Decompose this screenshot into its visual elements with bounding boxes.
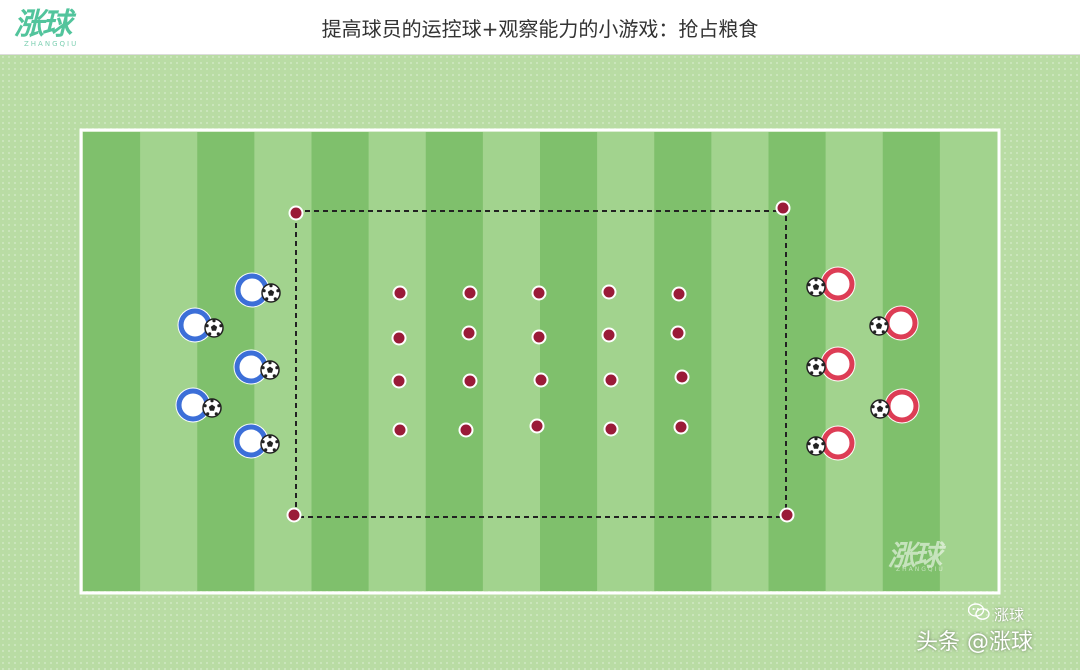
soccer-ball-icon <box>806 277 826 297</box>
cone-marker <box>670 325 686 341</box>
cone-marker <box>462 285 478 301</box>
cone-marker <box>779 507 795 523</box>
pitch-stripe <box>83 132 141 591</box>
cone-marker <box>288 205 304 221</box>
attribution-name: 涨球 <box>994 606 1025 624</box>
soccer-ball-icon <box>261 283 281 303</box>
cone-marker <box>601 284 617 300</box>
red-player <box>806 346 856 382</box>
red-player <box>806 425 856 461</box>
cone-marker <box>601 327 617 343</box>
players <box>175 266 920 461</box>
pitch-stripe <box>540 132 598 591</box>
soccer-ball-icon <box>870 399 890 419</box>
blue-player <box>177 307 224 343</box>
cone-marker <box>392 285 408 301</box>
logo-subtitle: ZHANGQIU <box>24 40 79 48</box>
cone-marker <box>286 507 302 523</box>
cone-marker <box>603 421 619 437</box>
logo-text: 涨球 <box>14 7 72 42</box>
pitch-stripe <box>425 132 484 591</box>
cones <box>286 200 795 523</box>
cone-marker <box>533 372 549 388</box>
cone-marker <box>391 330 407 346</box>
watermark-subtitle: ZHANGQIU <box>896 566 945 573</box>
soccer-ball-icon <box>202 398 222 418</box>
cone-marker <box>392 422 408 438</box>
soccer-ball-icon <box>869 316 889 336</box>
cone-marker <box>531 329 547 345</box>
blue-player <box>233 423 280 459</box>
soccer-ball-icon <box>806 436 826 456</box>
soccer-ball-icon <box>806 357 826 377</box>
pitch-stripe <box>711 132 769 591</box>
pitch-stripe <box>939 132 998 591</box>
cone-marker <box>671 286 687 302</box>
pitch-stripe <box>882 132 941 591</box>
cone-marker <box>775 200 791 216</box>
cone-marker <box>673 419 689 435</box>
blue-player <box>175 387 222 423</box>
red-player <box>869 305 919 341</box>
cone-marker <box>529 418 545 434</box>
soccer-ball-icon <box>260 434 280 454</box>
cone-marker <box>458 422 474 438</box>
pitch-stripe <box>597 132 655 591</box>
soccer-ball-icon <box>204 318 224 338</box>
cone-marker <box>461 325 477 341</box>
cone-marker <box>531 285 547 301</box>
attribution-main: 头条 @涨球 <box>916 630 1033 655</box>
pitch-stripe <box>311 132 370 591</box>
pitch-stripe <box>482 132 541 591</box>
pitch-stripe <box>654 132 712 591</box>
pitch-stripe <box>368 132 427 591</box>
blue-player <box>233 349 280 385</box>
dashed-grid-area <box>295 210 787 518</box>
soccer-ball-icon <box>260 360 280 380</box>
wechat-icon <box>968 603 990 620</box>
watermark-logo: 涨球 <box>888 539 942 572</box>
cone-marker <box>603 372 619 388</box>
logo: 涨球 ZHANGQIU <box>14 7 124 49</box>
blue-player <box>234 272 281 308</box>
pitch-boundary <box>79 128 1001 595</box>
cone-marker <box>674 369 690 385</box>
header-bar: 涨球 ZHANGQIU 提高球员的运控球+观察能力的小游戏：抢占粮食 <box>0 0 1080 55</box>
pitch-stripe <box>140 132 198 591</box>
pitch-stripes <box>83 132 998 591</box>
red-player <box>870 388 920 424</box>
cone-marker <box>462 373 478 389</box>
cone-marker <box>391 373 407 389</box>
page-title: 提高球员的运控球+观察能力的小游戏：抢占粮食 <box>321 17 759 41</box>
red-player <box>806 266 856 302</box>
